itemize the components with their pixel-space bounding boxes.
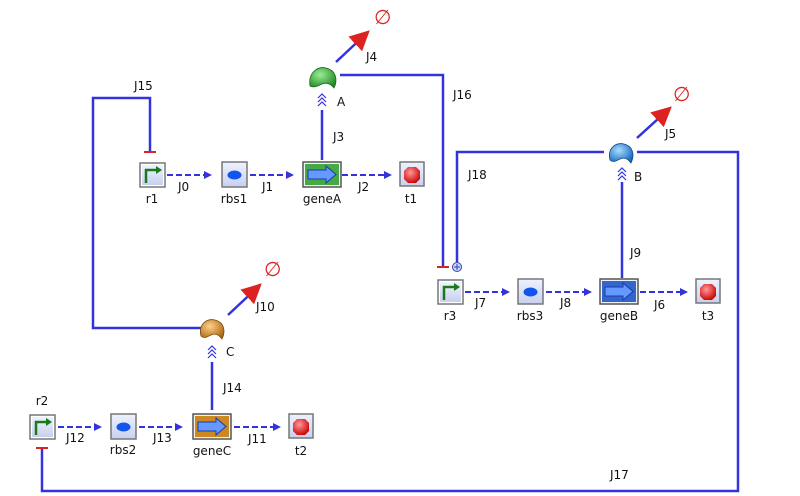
terminator-t3[interactable] xyxy=(695,278,721,304)
label-species-C: C xyxy=(226,345,235,359)
label-J1: J1 xyxy=(262,180,274,194)
label-rbs1: rbs1 xyxy=(220,192,248,206)
species-B[interactable] xyxy=(609,143,634,164)
chevrons xyxy=(207,93,627,359)
species-C[interactable] xyxy=(200,319,225,340)
rbs-rbs1[interactable] xyxy=(221,161,248,188)
label-geneB: geneB xyxy=(599,309,639,323)
label-J15: J15 xyxy=(134,79,153,93)
terminator-t2[interactable] xyxy=(288,413,314,439)
degradation-arrow-J5 xyxy=(636,106,672,139)
degradation-symbol-J10: ∅ xyxy=(264,257,282,281)
label-species-A: A xyxy=(337,95,346,109)
label-J13: J13 xyxy=(153,431,172,445)
wire-J18 xyxy=(452,150,604,272)
label-species-B: B xyxy=(634,170,643,184)
label-r2: r2 xyxy=(35,394,49,408)
gene-geneA[interactable] xyxy=(302,161,342,188)
label-J2: J2 xyxy=(358,180,370,194)
label-r3: r3 xyxy=(443,309,457,323)
promoter-r1[interactable] xyxy=(139,162,166,188)
degradation-symbol-J4: ∅ xyxy=(374,5,392,29)
label-geneA: geneA xyxy=(302,192,342,206)
wire-J16 xyxy=(340,73,449,268)
degradation-arrow-J4 xyxy=(335,30,370,63)
label-J12: J12 xyxy=(66,431,85,445)
rbs-rbs3[interactable] xyxy=(517,278,544,305)
degradation-arrow-J10 xyxy=(227,283,262,316)
label-J3: J3 xyxy=(333,130,345,144)
label-r1: r1 xyxy=(145,192,159,206)
label-J10: J10 xyxy=(256,300,275,314)
label-J18: J18 xyxy=(468,168,487,182)
gene-geneC[interactable] xyxy=(192,413,232,440)
label-rbs2: rbs2 xyxy=(109,443,137,457)
wire-J15 xyxy=(91,96,212,330)
wire-J17 xyxy=(36,150,740,493)
dashed-wires xyxy=(58,174,686,428)
label-J16: J16 xyxy=(453,88,472,102)
promoter-r2[interactable] xyxy=(29,414,56,440)
label-geneC: geneC xyxy=(192,444,232,458)
label-J6: J6 xyxy=(654,298,666,312)
label-J7: J7 xyxy=(475,296,487,310)
label-J5: J5 xyxy=(665,127,677,141)
degradation-symbol-J5: ∅ xyxy=(673,82,691,106)
label-J8: J8 xyxy=(560,296,572,310)
promoter-r3[interactable] xyxy=(437,279,464,305)
label-J9: J9 xyxy=(630,246,642,260)
gene-geneB[interactable] xyxy=(599,278,639,305)
label-J4: J4 xyxy=(366,50,378,64)
label-t3: t3 xyxy=(701,309,715,323)
terminator-t1[interactable] xyxy=(399,161,425,187)
label-t1: t1 xyxy=(404,192,418,206)
label-rbs3: rbs3 xyxy=(516,309,544,323)
rbs-rbs2[interactable] xyxy=(110,413,137,440)
label-t2: t2 xyxy=(294,444,308,458)
dashed-wire-heads xyxy=(94,171,688,431)
label-J17: J17 xyxy=(610,468,629,482)
species-A[interactable] xyxy=(309,67,337,89)
label-J0: J0 xyxy=(178,180,190,194)
label-J11: J11 xyxy=(248,432,267,446)
label-J14: J14 xyxy=(223,381,242,395)
